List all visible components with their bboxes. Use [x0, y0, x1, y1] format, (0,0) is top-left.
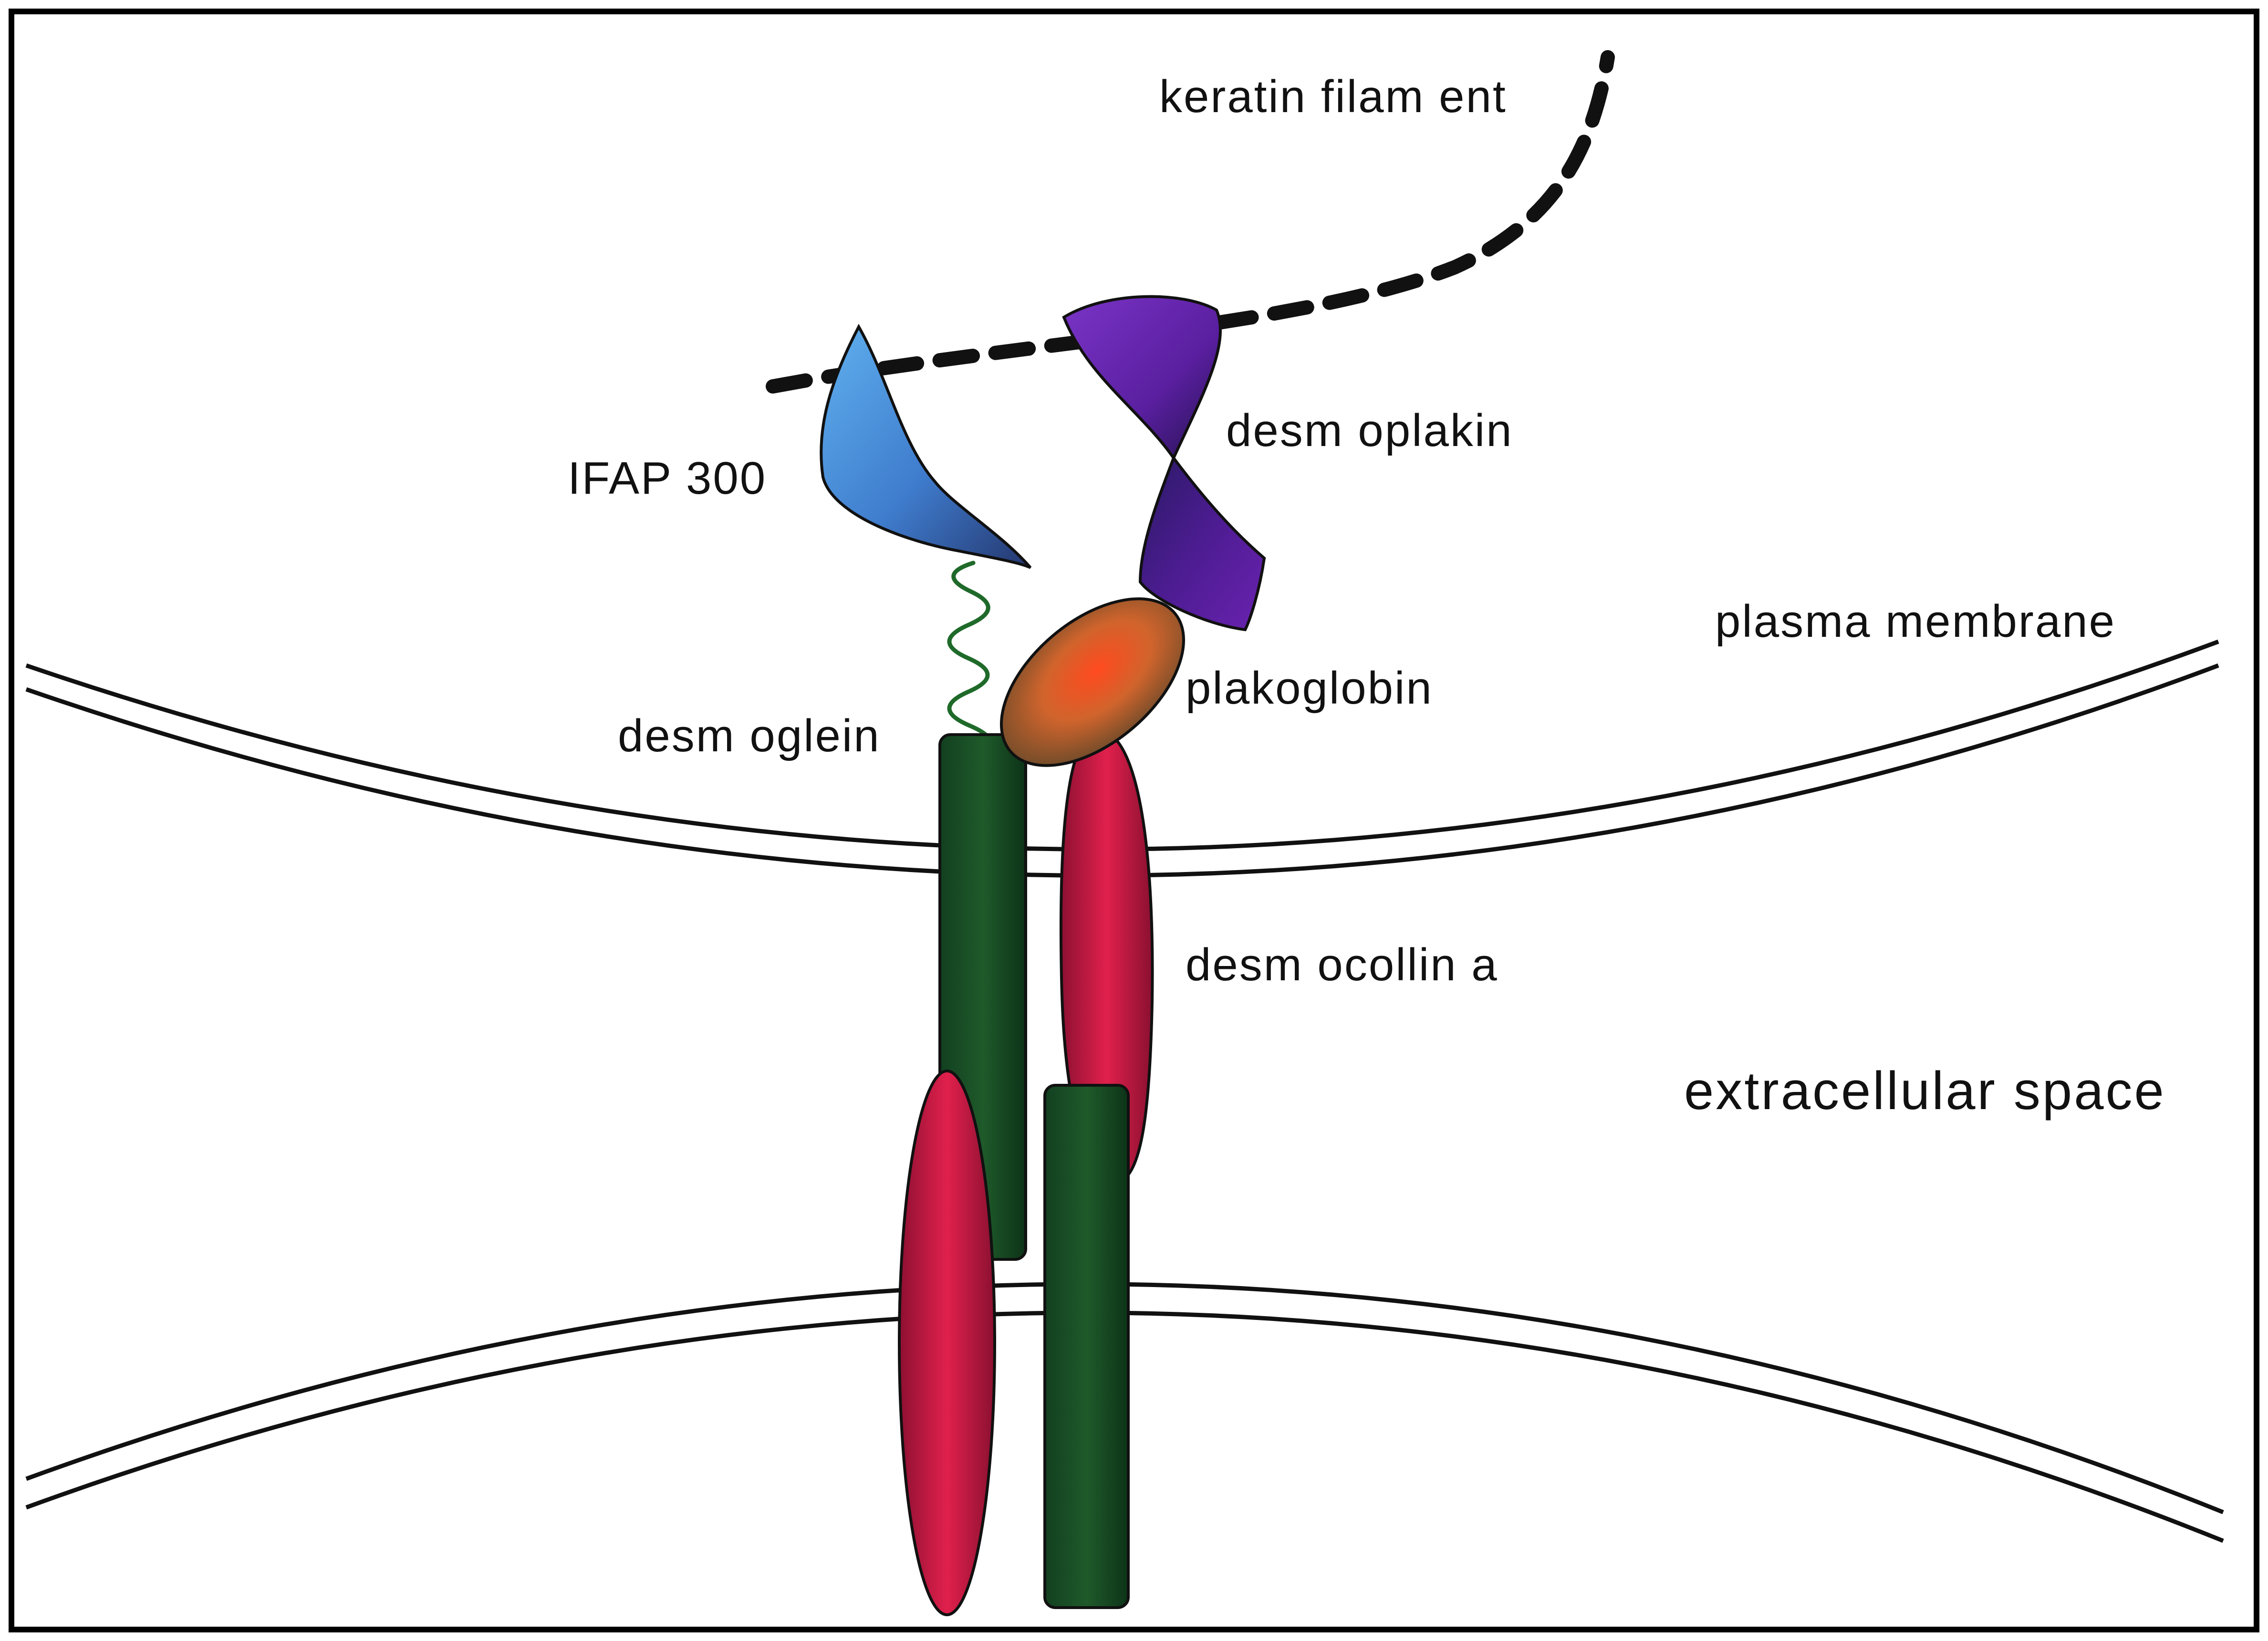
label-plakoglobin: plakoglobin [1186, 663, 1433, 714]
label-ifap300: IFAP 300 [568, 453, 767, 504]
desmocollin-a-lower-icon [899, 1071, 995, 1615]
label-desmocollin-a: desm ocollin a [1186, 939, 1498, 990]
label-plasma-membrane: plasma membrane [1715, 596, 2116, 647]
label-desmoplakin: desm oplakin [1226, 405, 1513, 456]
label-keratin-filament: keratin filam ent [1159, 71, 1507, 122]
label-extracellular-space: extracellular space [1684, 1061, 2166, 1121]
label-desmoglein: desm oglein [618, 710, 881, 761]
desmoglein-lower-icon [1045, 1085, 1128, 1608]
